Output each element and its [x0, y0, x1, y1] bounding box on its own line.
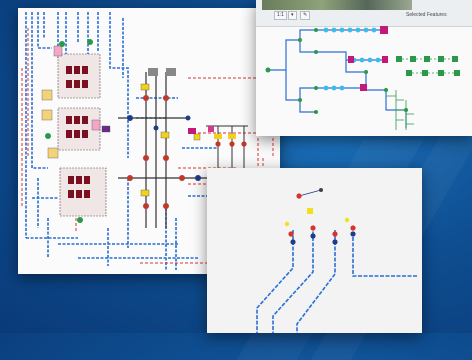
selected-features-label: Selected Features: [406, 12, 447, 18]
schematic-diagram: [21, 12, 274, 270]
schematic-panel[interactable]: [18, 8, 280, 274]
menu-dropdown[interactable]: ▾: [288, 11, 297, 20]
node-red: [296, 193, 302, 199]
tree-toolbar: 1:1 ▾ ✎ Selected Features: [256, 0, 472, 27]
zoom-detail-panel[interactable]: [207, 168, 422, 333]
network-tree-panel[interactable]: 1:1 ▾ ✎ Selected Features: [256, 0, 472, 136]
zoomed-connection-diagram: [256, 188, 417, 333]
select-tool-button[interactable]: ✎: [300, 11, 311, 20]
zoom-dropdown[interactable]: 1:1: [274, 11, 287, 20]
map-thumbnail: [262, 0, 412, 10]
tree-diagram: [265, 26, 460, 130]
switch-yellow: [307, 208, 313, 214]
